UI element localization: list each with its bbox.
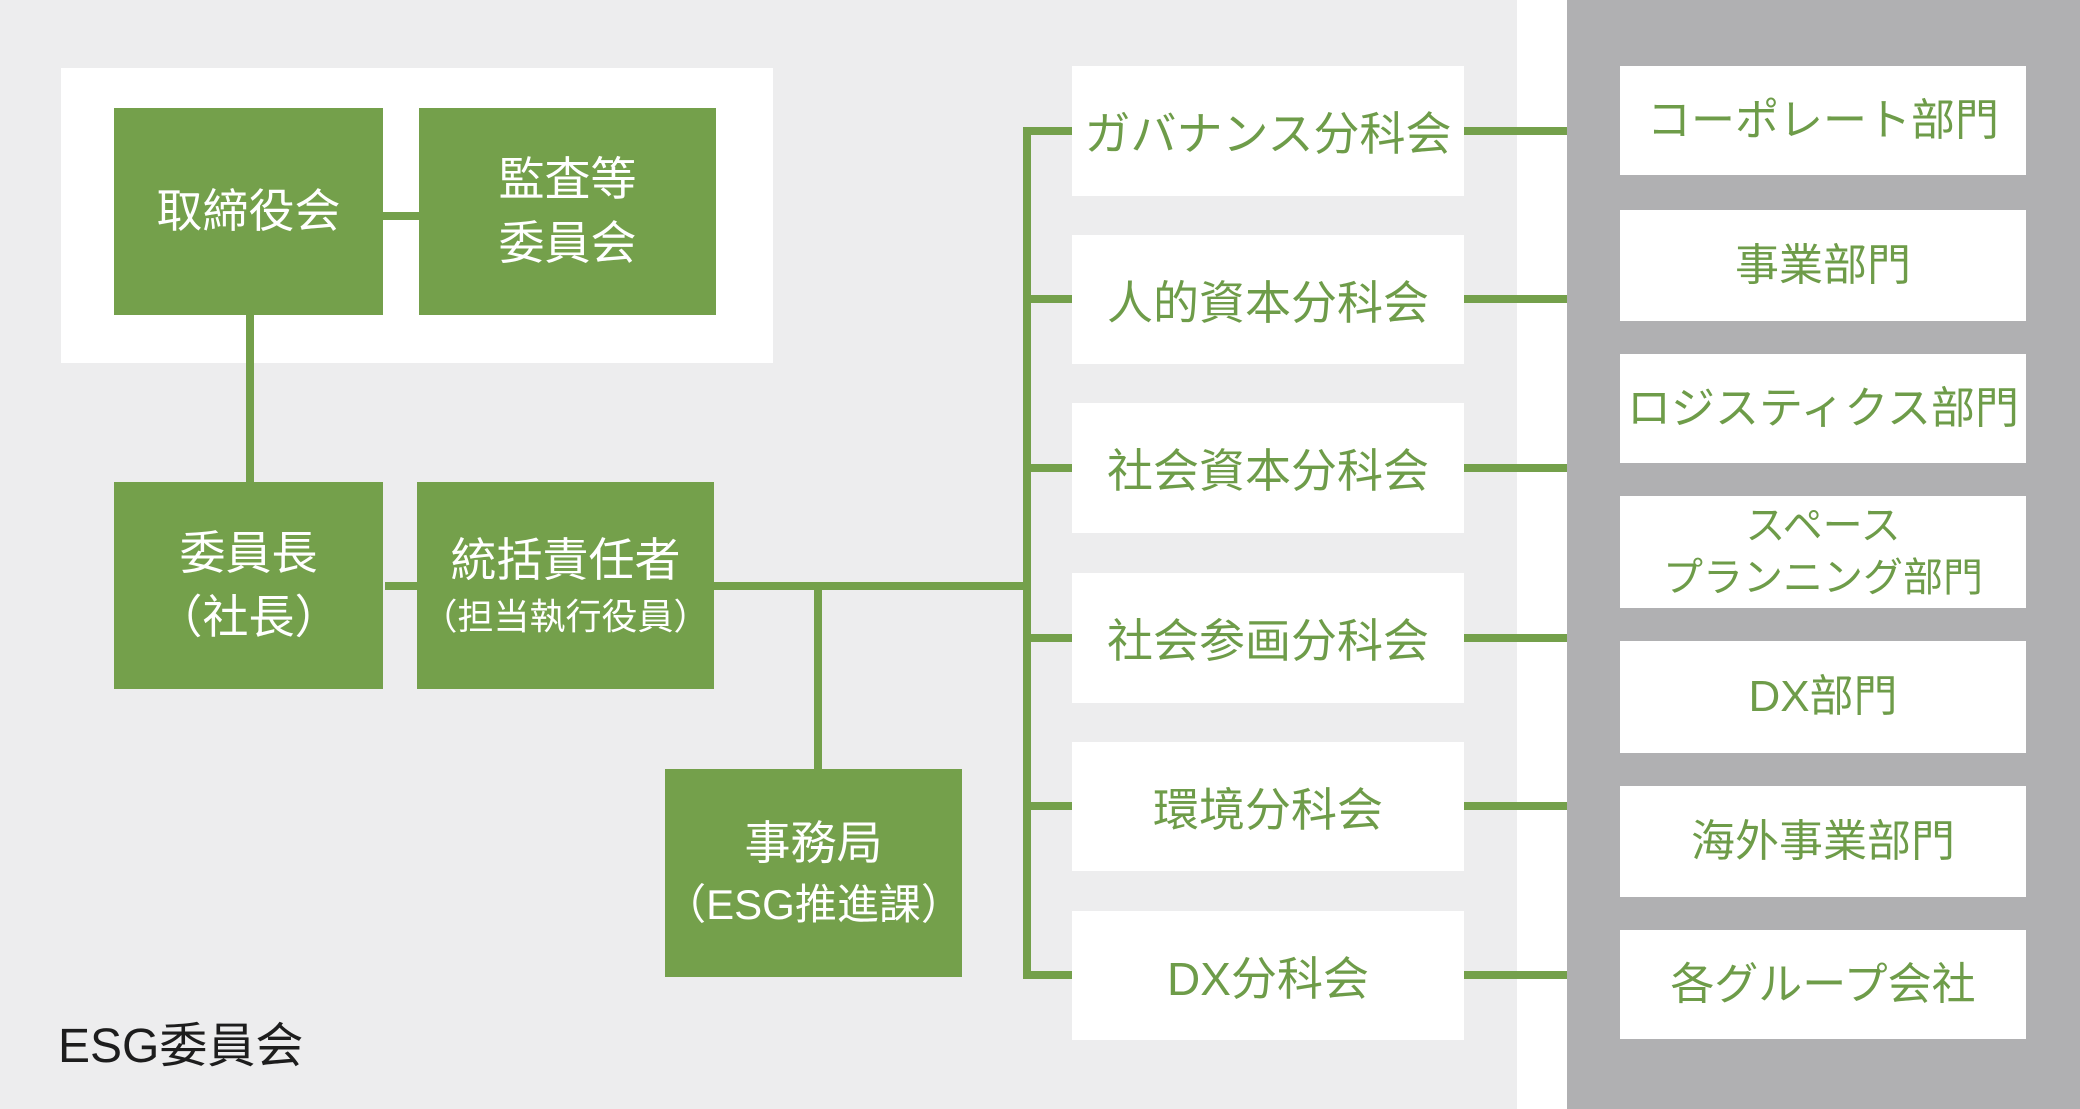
department-box-space-planning: スペース プランニング部門 [1620, 496, 2026, 608]
department-box-group-companies: 各グループ会社 [1620, 930, 2026, 1039]
general-manager-label-line1: 統括責任者 [450, 533, 681, 586]
department-label-line2: プランニング部門 [1663, 556, 1983, 600]
department-box-logistics: ロジスティクス部門 [1620, 354, 2026, 463]
subcommittee-box-social-capital: 社会資本分科会 [1072, 403, 1464, 533]
chairperson-label-line2: （社長） [156, 590, 341, 643]
secretariat-label-line2: （ESG推進課） [664, 880, 963, 928]
connector-right-social-participation [1464, 634, 1567, 642]
connector-right-social-capital [1464, 464, 1567, 472]
connector-drop-secretariat [814, 590, 822, 769]
chairperson-label-line1: 委員長 [179, 527, 318, 580]
secretariat-label-line1: 事務局 [744, 817, 883, 870]
connector-stub-environment [1023, 802, 1072, 810]
secretariat-box: 事務局 （ESG推進課） [664, 769, 963, 977]
connector-stub-governance [1023, 127, 1072, 135]
subcommittee-label: 社会参画分科会 [1107, 615, 1429, 667]
general-manager-label-line2: （担当執行役員） [421, 596, 710, 638]
connector-right-dx [1464, 971, 1567, 979]
department-label: ロジスティクス部門 [1626, 383, 2020, 433]
connector-stub-social-participation [1023, 634, 1072, 642]
department-label: 海外事業部門 [1691, 816, 1955, 866]
subcommittee-label: 人的資本分科会 [1107, 276, 1429, 329]
connector-spine [1023, 127, 1031, 979]
audit-committee-label-line2: 委員会 [498, 216, 637, 269]
audit-committee-label-line1: 監査等 [498, 153, 637, 206]
connector-board-chair [246, 315, 254, 482]
department-label-line1: スペース [1745, 504, 1901, 548]
subcommittee-box-human-capital: 人的資本分科会 [1072, 235, 1464, 364]
department-box-corporate: コーポレート部門 [1620, 66, 2026, 175]
subcommittee-label: 社会資本分科会 [1107, 445, 1429, 497]
connector-stub-social-capital [1023, 464, 1072, 472]
general-manager-box: 統括責任者 （担当執行役員） [417, 482, 714, 689]
subcommittee-box-governance: ガバナンス分科会 [1072, 66, 1464, 196]
connector-board-audit [383, 212, 419, 220]
connector-stub-dx [1023, 971, 1072, 979]
connector-chair-lead [385, 582, 417, 590]
subcommittee-label: ガバナンス分科会 [1084, 108, 1452, 160]
department-box-overseas: 海外事業部門 [1620, 786, 2026, 897]
chairperson-box: 委員長 （社長） [114, 482, 383, 689]
department-label: 各グループ会社 [1670, 959, 1976, 1009]
audit-committee-box: 監査等 委員会 [419, 108, 716, 315]
diagram-caption-text: ESG委員会 [58, 1020, 304, 1073]
department-label: DX部門 [1748, 672, 1898, 722]
white-divider-strip [1517, 0, 1567, 1109]
department-box-dx: DX部門 [1620, 641, 2026, 753]
connector-stub-human-capital [1023, 295, 1072, 303]
subcommittee-label: 環境分科会 [1153, 783, 1383, 836]
diagram-caption: ESG委員会 [58, 1006, 303, 1076]
subcommittee-box-dx: DX分科会 [1072, 911, 1464, 1040]
connector-right-environment [1464, 802, 1567, 810]
subcommittee-label: DX分科会 [1167, 952, 1369, 1005]
department-label: コーポレート部門 [1647, 95, 1999, 145]
connector-lead-spine [714, 582, 1031, 590]
department-label: 事業部門 [1735, 240, 1911, 290]
subcommittee-box-environment: 環境分科会 [1072, 742, 1464, 871]
subcommittee-box-social-participation: 社会参画分科会 [1072, 573, 1464, 703]
connector-right-human-capital [1464, 295, 1567, 303]
board-of-directors-box: 取締役会 [114, 108, 383, 315]
connector-right-governance [1464, 127, 1567, 135]
board-of-directors-label: 取締役会 [156, 184, 341, 237]
department-box-business: 事業部門 [1620, 210, 2026, 321]
